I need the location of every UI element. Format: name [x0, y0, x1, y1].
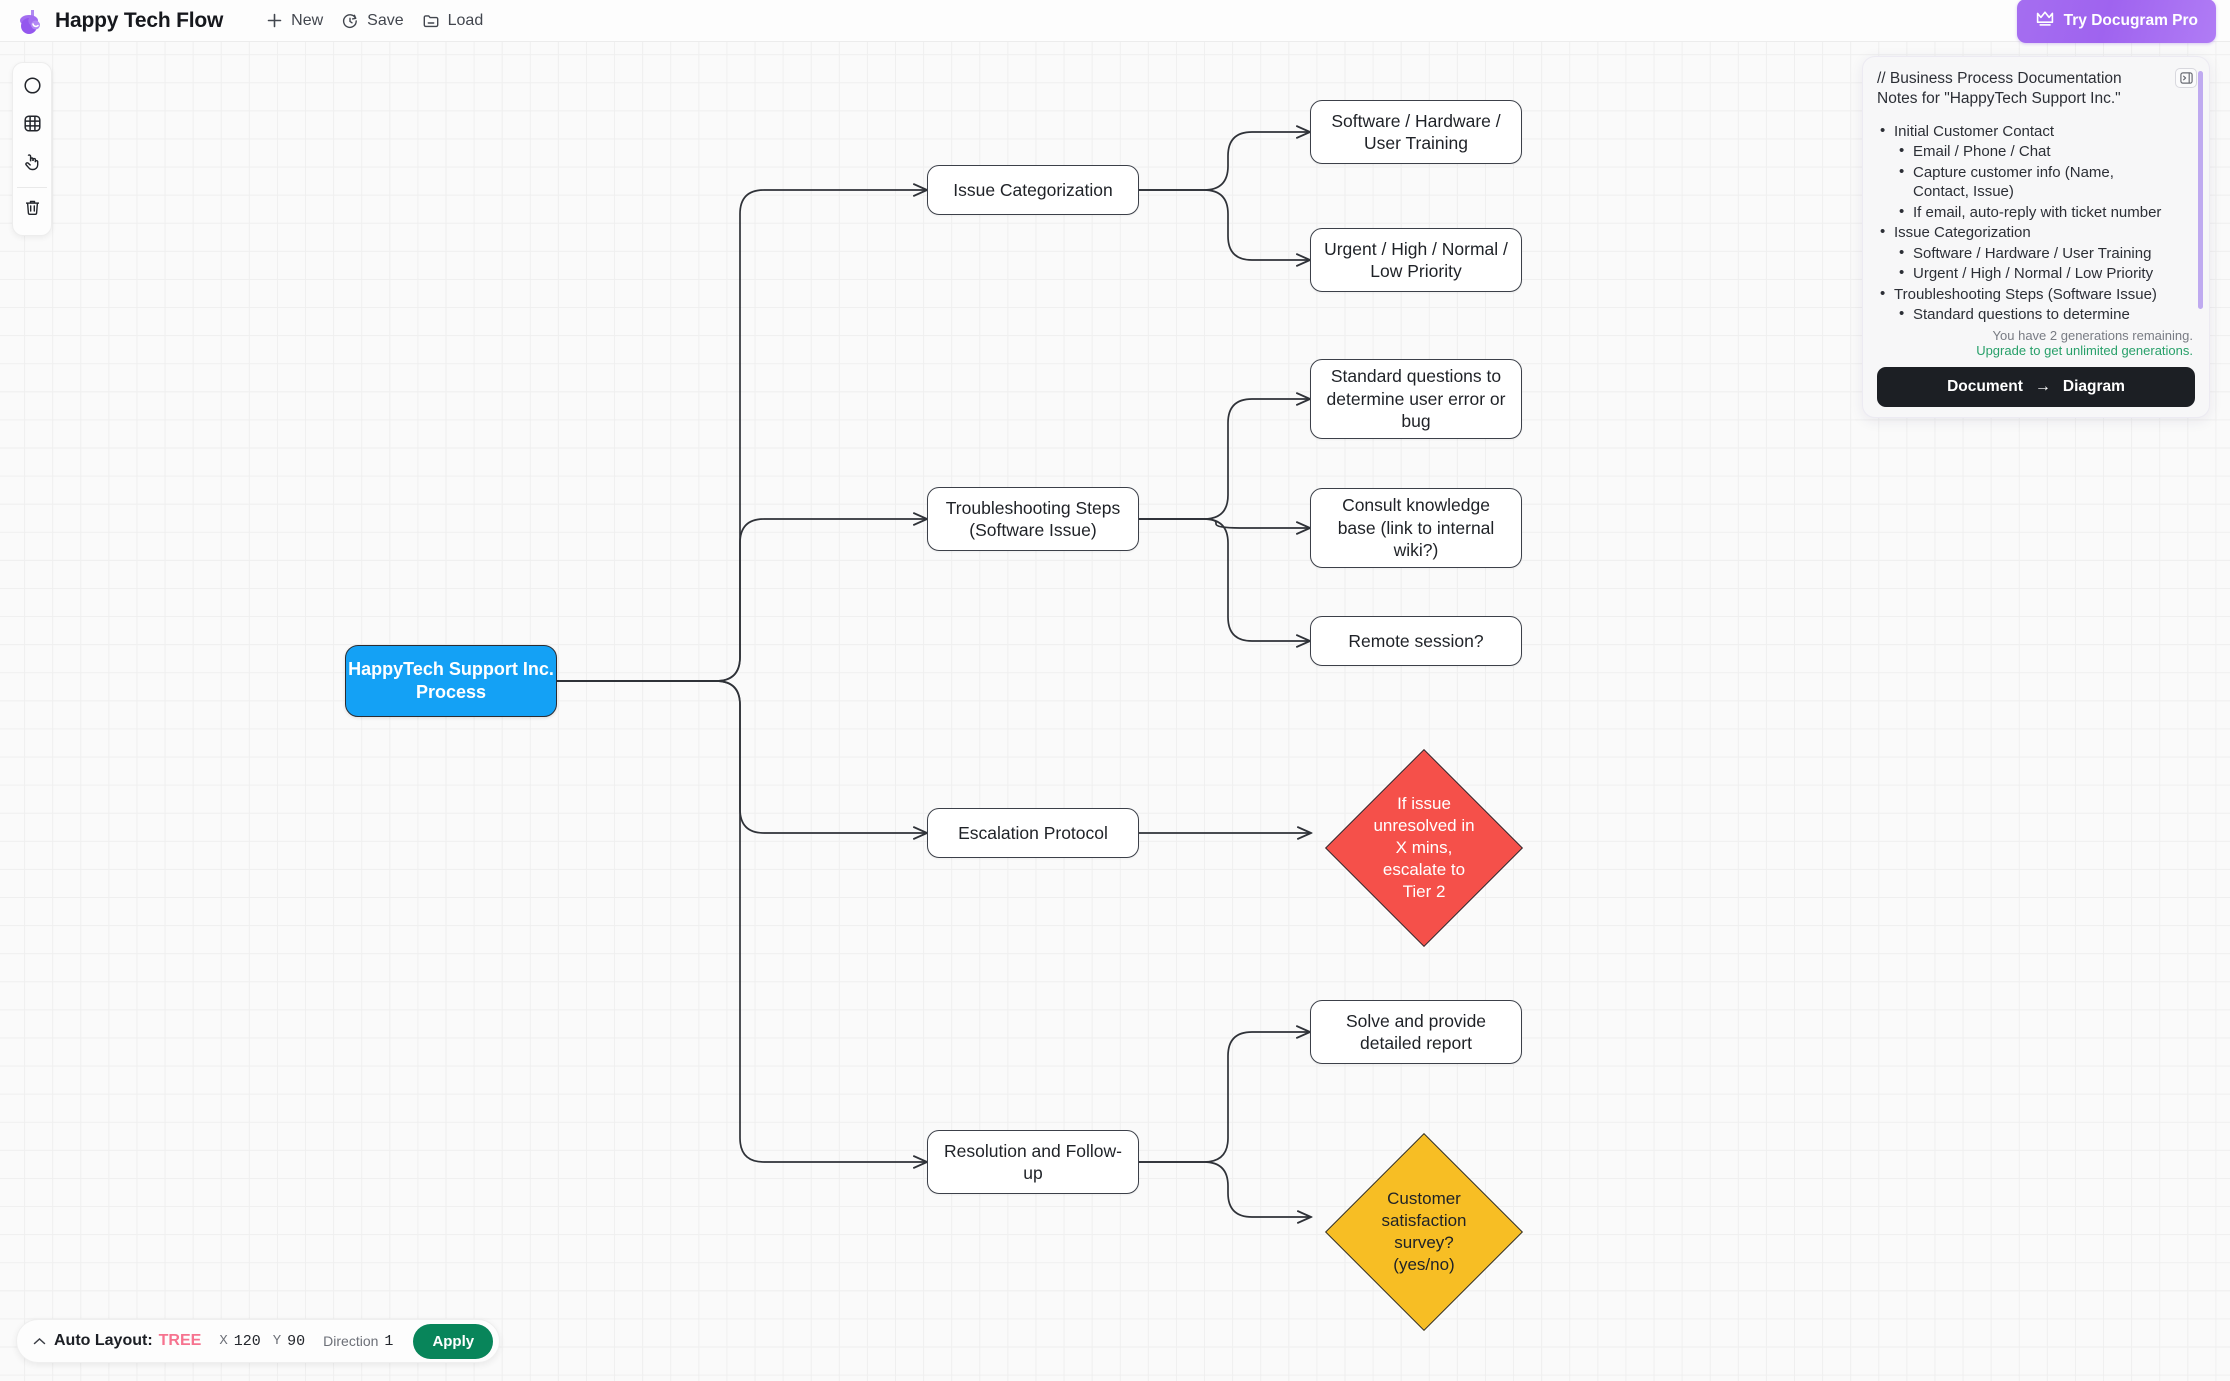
folder-icon	[422, 12, 440, 30]
auto-layout-x-field: X 120	[219, 1333, 260, 1350]
auto-layout-y-value[interactable]: 90	[287, 1332, 306, 1350]
save-button[interactable]: Save	[332, 7, 412, 35]
tool-rail-divider	[17, 187, 47, 188]
cursor-hand-icon	[22, 152, 42, 177]
load-button[interactable]: Load	[413, 7, 493, 35]
auto-layout-direction-value[interactable]: 1	[384, 1332, 394, 1350]
try-docugram-pro-button[interactable]: Try Docugram Pro	[2016, 0, 2216, 43]
list-item: Capture customer info (Name, Contact, Is…	[1877, 162, 2173, 202]
list-item: Software / Hardware / User Training	[1877, 243, 2173, 264]
save-clock-icon	[341, 12, 359, 30]
generations-remaining-text: You have 2 generations remaining.	[1992, 327, 2193, 343]
node-label: If issue unresolved in X mins, escalate …	[1373, 793, 1475, 902]
node-label: Escalation Protocol	[958, 822, 1108, 843]
node-label: Consult knowledge base (link to internal…	[1337, 495, 1495, 561]
auto-layout-mode[interactable]: TREE	[158, 1332, 202, 1349]
upgrade-link[interactable]: Upgrade to get unlimited generations.	[1976, 342, 2193, 358]
notes-title: // Business Process Documentation Notes …	[1877, 70, 2122, 107]
notes-outline: Initial Customer Contact Email / Phone /…	[1877, 121, 2173, 325]
list-item: Standard questions to determine	[1877, 304, 2173, 325]
notes-sublist: Software / Hardware / User Training Urge…	[1877, 243, 2173, 284]
top-toolbar: Happy Tech Flow New Save	[0, 0, 2230, 43]
select-tool[interactable]	[15, 147, 49, 181]
diagram-node-escalation-protocol[interactable]: Escalation Protocol	[927, 808, 1139, 858]
documentation-notes-panel: // Business Process Documentation Notes …	[1862, 56, 2210, 418]
node-label: Resolution and Follow-up	[943, 1140, 1122, 1183]
save-button-label: Save	[367, 11, 404, 29]
diagram-node-priority-levels[interactable]: Urgent / High / Normal / Low Priority	[1310, 228, 1522, 292]
new-button-label: New	[291, 11, 324, 29]
auto-layout-label: Auto Layout:	[54, 1332, 153, 1349]
node-label: Issue Categorization	[953, 179, 1113, 200]
node-label: HappyTech Support Inc. Process	[348, 658, 554, 702]
try-docugram-pro-label: Try Docugram Pro	[2063, 11, 2198, 29]
load-button-label: Load	[447, 11, 484, 29]
auto-layout-direction-field: Direction 1	[323, 1333, 393, 1350]
new-button[interactable]: New	[257, 7, 332, 35]
auto-layout-y-key: Y	[272, 1333, 282, 1349]
diagram-node-satisfaction-survey-decision[interactable]: Customer satisfaction survey? (yes/no)	[1325, 1133, 1523, 1331]
grid-icon	[23, 114, 42, 138]
node-label: Troubleshooting Steps (Software Issue)	[945, 497, 1121, 540]
auto-layout-direction-key: Direction	[323, 1333, 379, 1349]
node-label: Urgent / High / Normal / Low Priority	[1324, 238, 1508, 281]
auto-layout-bar: Auto Layout: TREE X 120 Y 90 Direction 1…	[16, 1319, 501, 1363]
auto-layout-x-value[interactable]: 120	[233, 1332, 261, 1350]
diagram-node-solve-detailed-report[interactable]: Solve and provide detailed report	[1310, 1000, 1522, 1064]
ellipse-tool[interactable]	[15, 71, 49, 105]
node-label: Customer satisfaction survey? (yes/no)	[1381, 1188, 1467, 1275]
notes-sublist: Standard questions to determine	[1877, 304, 2173, 325]
delete-tool[interactable]	[15, 193, 49, 227]
document-to-diagram-button[interactable]: Document → Diagram	[1877, 366, 2195, 407]
list-item: Troubleshooting Steps (Software Issue)	[1877, 284, 2173, 305]
trash-icon	[23, 198, 42, 222]
crown-icon	[2035, 9, 2055, 33]
diagram-node-standard-questions[interactable]: Standard questions to determine user err…	[1310, 359, 1522, 439]
list-item: Email / Phone / Chat	[1877, 141, 2173, 162]
node-label: Software / Hardware / User Training	[1331, 110, 1501, 153]
auto-layout-y-field: Y 90	[273, 1333, 305, 1350]
diagram-node-escalate-tier2-decision[interactable]: If issue unresolved in X mins, escalate …	[1325, 749, 1523, 947]
circle-icon	[23, 76, 42, 100]
node-label: Remote session?	[1348, 630, 1484, 651]
chevron-up-icon[interactable]	[33, 1334, 46, 1349]
diagram-node-consult-knowledge-base[interactable]: Consult knowledge base (link to internal…	[1310, 488, 1522, 568]
auto-layout-x-key: X	[219, 1333, 228, 1349]
cta-right-label: Diagram	[2062, 377, 2125, 395]
diagram-node-root[interactable]: HappyTech Support Inc. Process	[345, 645, 557, 717]
diagram-node-issue-categorization[interactable]: Issue Categorization	[927, 165, 1139, 215]
list-item: If email, auto-reply with ticket number	[1877, 202, 2173, 223]
list-item: Issue Categorization	[1877, 222, 2173, 243]
node-label: Solve and provide detailed report	[1345, 1010, 1487, 1053]
diagram-node-software-hardware-user-training[interactable]: Software / Hardware / User Training	[1310, 100, 1522, 164]
page-title: Happy Tech Flow	[55, 8, 224, 32]
left-tool-rail	[12, 62, 52, 236]
panel-collapse-icon[interactable]	[2175, 68, 2197, 88]
apply-button[interactable]: Apply	[413, 1323, 494, 1359]
cta-left-label: Document	[1947, 377, 2023, 395]
notes-scrollbar[interactable]	[2198, 71, 2203, 309]
notes-scroll-area[interactable]: // Business Process Documentation Notes …	[1877, 69, 2195, 326]
diagram-node-troubleshooting-steps[interactable]: Troubleshooting Steps (Software Issue)	[927, 487, 1139, 551]
list-item: Initial Customer Contact	[1877, 121, 2173, 142]
diagram-node-resolution-followup[interactable]: Resolution and Follow-up	[927, 1130, 1139, 1194]
docugram-logo-icon	[16, 6, 46, 36]
grid-tool[interactable]	[15, 109, 49, 143]
notes-sublist: Email / Phone / Chat Capture customer in…	[1877, 141, 2173, 223]
list-item: Urgent / High / Normal / Low Priority	[1877, 263, 2173, 284]
diagram-node-remote-session[interactable]: Remote session?	[1310, 616, 1522, 666]
node-label: Standard questions to determine user err…	[1326, 366, 1506, 432]
plus-icon	[266, 12, 283, 29]
arrow-right-icon: →	[2034, 377, 2051, 395]
